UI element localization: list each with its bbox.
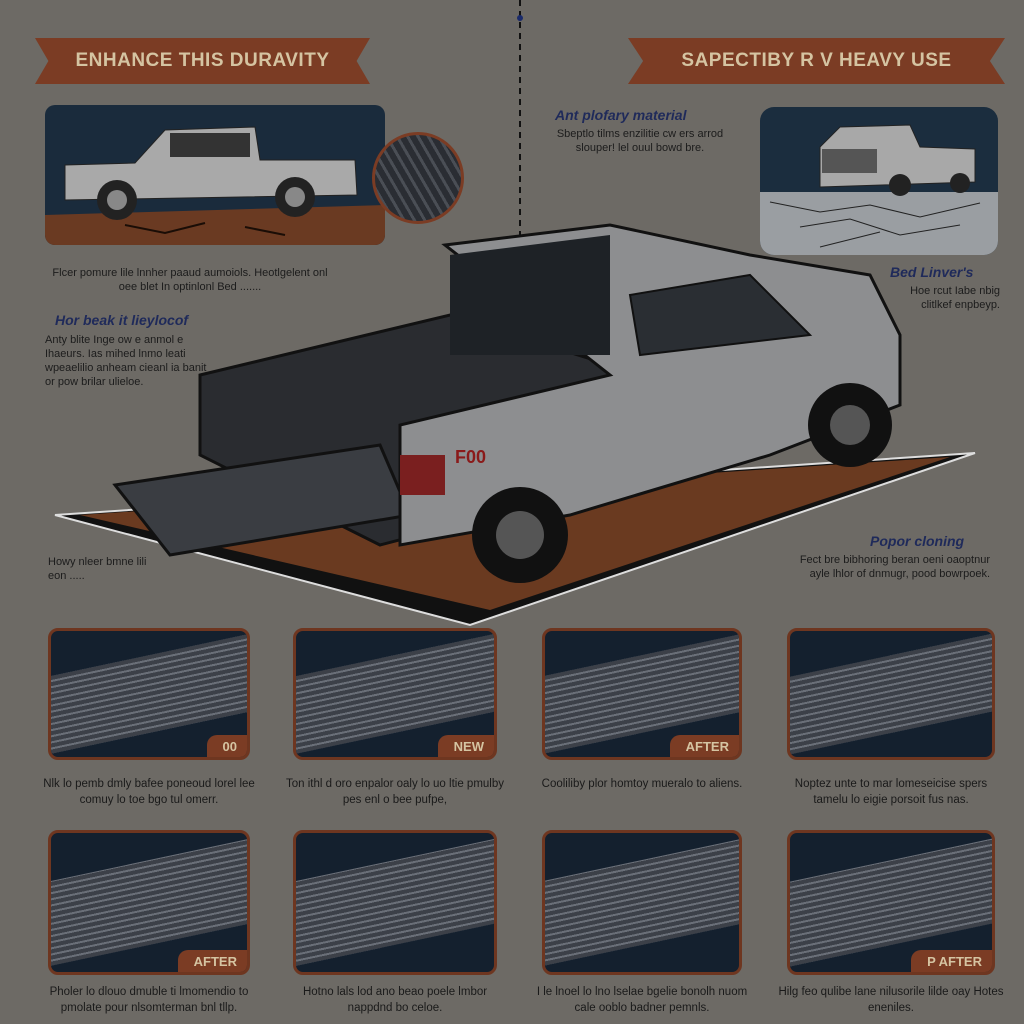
step-panel — [542, 830, 742, 975]
truck-side-image — [45, 105, 385, 245]
step-panel: P AFTER — [787, 830, 995, 975]
step-panel — [787, 628, 995, 760]
cracked-ground-illustration — [760, 124, 998, 255]
divider-dashed-line — [517, 0, 523, 241]
step-tag: 00 — [206, 735, 247, 757]
main-truck-illustration: F00 — [54, 223, 976, 627]
left-mid-text: Anty blite Inge ow e anmol e Ihaeurs. Ia… — [45, 334, 207, 388]
liner-texture — [545, 833, 739, 972]
step-panel: AFTER — [542, 628, 742, 760]
step-caption: Hilg feo qulibe lane nilusorile lilde oa… — [778, 986, 1004, 1014]
left-mid-heading: Hor beak it lieylocof — [55, 312, 189, 328]
step-caption: Ton ithl d oro enpalor oaly lo uo ltie p… — [286, 778, 504, 806]
cleaning-text: Fect bre bibhoring beran oeni oaoptnur a… — [799, 554, 990, 580]
cleaning-heading: Popor cloning — [870, 533, 965, 549]
material-heading: Ant plofary material — [555, 107, 687, 123]
truck-badge: F00 — [455, 447, 486, 467]
truck-front-image — [760, 107, 998, 255]
liner-texture — [296, 833, 494, 972]
step-tag: NEW — [437, 735, 494, 757]
bed-liners-text: Hoe rcut Iabe nbig clitlkef enpbeyp. — [910, 285, 1000, 311]
step-panel — [293, 830, 497, 975]
truck-side-illustration — [45, 126, 385, 245]
step-panel: NEW — [293, 628, 497, 760]
heavy-use-text: Howy nleer bmne lili eon ..... — [48, 556, 147, 582]
step-tag: P AFTER — [911, 950, 992, 972]
material-text: Sbeptlo tilms enzilitie cw ers arrod slo… — [556, 128, 724, 154]
banner-heavy-use: SAPECTIBY R V HEAVY USE — [628, 38, 1005, 84]
left-top-text: Flcer pomure lile lnnher paaud aumoiols.… — [52, 267, 328, 293]
step-caption: I le lnoel lo lno lselae bgelie bonolh n… — [536, 986, 748, 1014]
step-panel: AFTER — [48, 830, 250, 975]
step-tag: AFTER — [177, 950, 247, 972]
liner-texture — [790, 631, 992, 757]
step-caption: Noptez unte to mar lomeseicise spers tam… — [794, 778, 988, 806]
step-caption: Nlk lo pemb dmly bafee poneoud lorel lee… — [43, 778, 255, 806]
step-caption: Cooliliby plor homtoy mueralo to aliens. — [541, 778, 743, 790]
step-panel: 00 — [48, 628, 250, 760]
banner-enhance-durability: ENHANCE THIS DURAVITY — [35, 38, 370, 84]
liner-texture-circle — [372, 132, 464, 224]
bed-liners-heading: Bed Linver's — [890, 264, 974, 280]
step-caption: Hotno lals lod ano beao poele lmbor napp… — [302, 986, 488, 1014]
step-tag: AFTER — [669, 735, 739, 757]
step-caption: Pholer lo dlouo dmuble ti lmomendio to p… — [49, 986, 249, 1014]
